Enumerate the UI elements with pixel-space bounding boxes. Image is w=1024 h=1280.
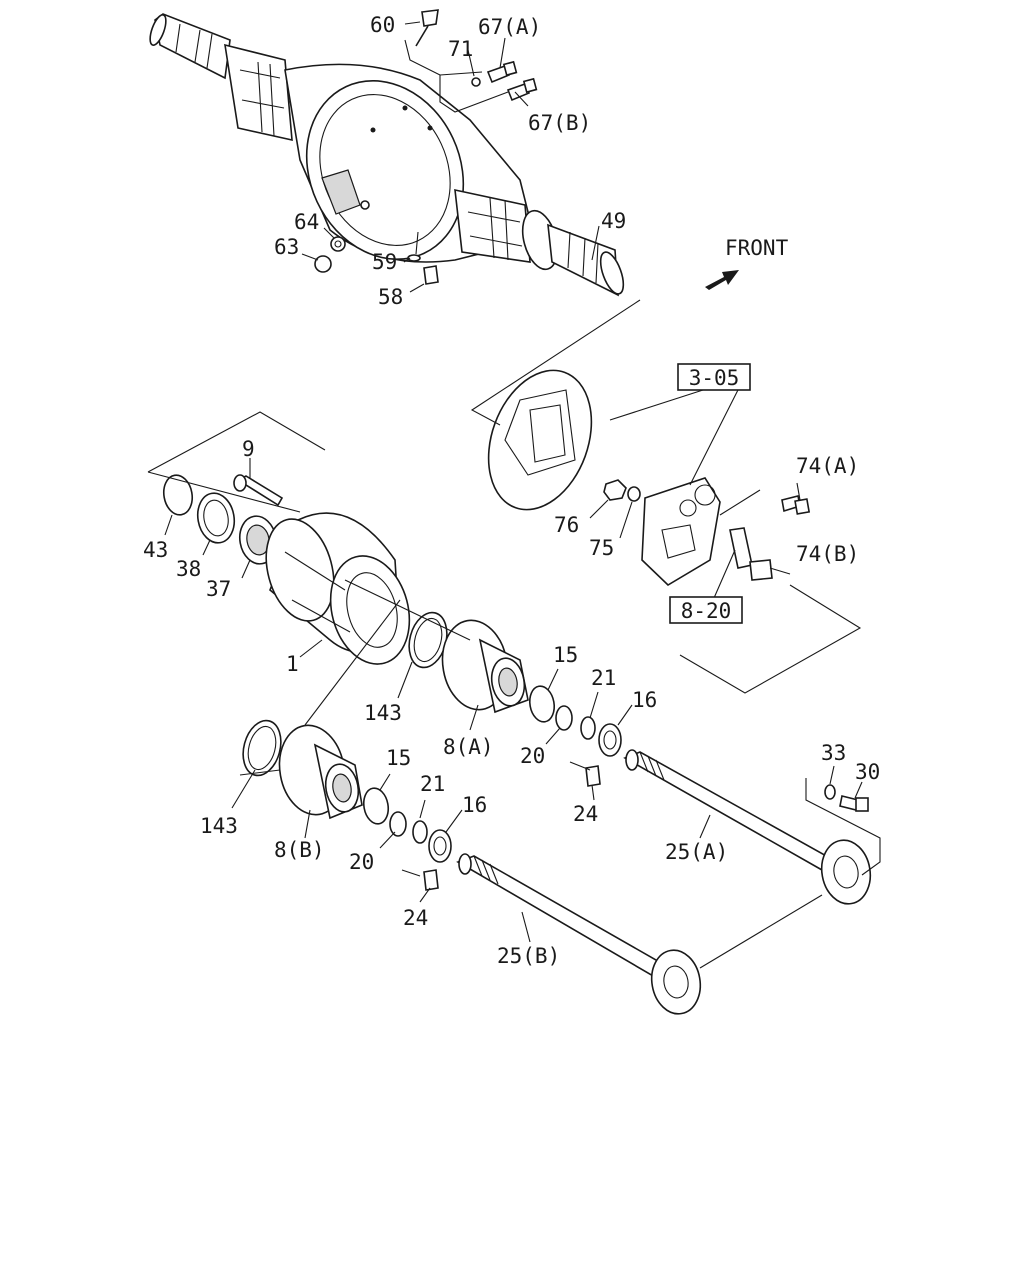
callout-37: 37 [206, 577, 231, 601]
lock-nut-16a [598, 723, 622, 757]
bolt-74a [781, 495, 811, 515]
callout-33: 33 [821, 741, 846, 765]
callout-49: 49 [601, 209, 626, 233]
bolt-24a [585, 765, 601, 787]
bearing-15b [362, 787, 390, 825]
callout-25a: 25(A) [665, 840, 728, 864]
washer-21b [412, 820, 428, 844]
front-direction-arrow [705, 270, 739, 290]
bearing-15a [528, 685, 556, 723]
callout-9: 9 [242, 437, 255, 461]
callout-63: 63 [274, 235, 299, 259]
washer-21a [580, 716, 596, 740]
callout-8b: 8(B) [274, 838, 325, 862]
brake-anchor-plate [641, 477, 721, 586]
oil-seal-38 [196, 492, 236, 544]
reference-box-3-05[interactable]: 3-05 [677, 363, 751, 391]
callout-64: 64 [294, 210, 319, 234]
callout-143a: 143 [364, 701, 402, 725]
nut-76 [603, 479, 627, 501]
hub-bolt-9 [233, 474, 284, 507]
callout-labels: 60 67(A) 71 67(B) 64 63 59 58 49 9 43 38… [143, 13, 880, 968]
callout-21b: 21 [420, 772, 445, 796]
callout-24a: 24 [573, 802, 598, 826]
plug-63 [314, 255, 332, 273]
callout-21a: 21 [591, 666, 616, 690]
reference-label-8-20: 8-20 [681, 599, 732, 623]
axle-housing [149, 13, 625, 297]
drain-plug-58 [423, 265, 439, 285]
nut-20b [389, 811, 407, 837]
callout-76: 76 [554, 513, 579, 537]
callout-15b: 15 [386, 746, 411, 770]
callout-20a: 20 [520, 744, 545, 768]
callout-67a: 67(A) [478, 15, 541, 39]
front-label: FRONT [725, 236, 789, 260]
callout-25b: 25(B) [497, 944, 560, 968]
brake-drum-1 [265, 512, 411, 665]
guide-lines [147, 21, 881, 969]
callout-15a: 15 [553, 643, 578, 667]
callout-1: 1 [286, 652, 299, 676]
bolt-74b [729, 527, 773, 581]
callout-24b: 24 [403, 906, 428, 930]
hub-8a [441, 619, 529, 714]
callout-74b: 74(B) [796, 542, 859, 566]
callout-60: 60 [370, 13, 395, 37]
seal-ring-143b [242, 719, 282, 777]
lock-nut-16b [428, 829, 452, 863]
callout-16b: 16 [462, 793, 487, 817]
callout-16a: 16 [632, 688, 657, 712]
bolt-67a [486, 60, 518, 84]
callout-38: 38 [176, 557, 201, 581]
callout-143b: 143 [200, 814, 238, 838]
callout-67b: 67(B) [528, 111, 591, 135]
bolt-24b [423, 869, 439, 891]
nut-20a [555, 705, 573, 731]
axle-shaft-25a [623, 749, 872, 905]
callout-71: 71 [448, 37, 473, 61]
washer-64 [330, 236, 346, 252]
reference-label-3-05: 3-05 [689, 366, 740, 390]
plug-71 [471, 77, 481, 87]
callout-20b: 20 [349, 850, 374, 874]
callout-8a: 8(A) [443, 735, 494, 759]
washer-59 [407, 254, 421, 262]
washer-75 [627, 486, 641, 502]
washer-33 [824, 784, 836, 800]
axle-shaft-25b [456, 853, 702, 1015]
breather-60 [415, 9, 439, 47]
brake-backing-plate [487, 369, 593, 511]
callout-58: 58 [378, 285, 403, 309]
callout-75: 75 [589, 536, 614, 560]
bolt-30 [839, 795, 869, 812]
bolt-67b [506, 77, 538, 102]
hub-8b [278, 724, 363, 820]
snap-ring-43 [162, 474, 194, 516]
reference-box-8-20[interactable]: 8-20 [669, 596, 743, 624]
callout-43: 43 [143, 538, 168, 562]
callout-74a: 74(A) [796, 454, 859, 478]
callout-59: 59 [372, 250, 397, 274]
callout-30: 30 [855, 760, 880, 784]
